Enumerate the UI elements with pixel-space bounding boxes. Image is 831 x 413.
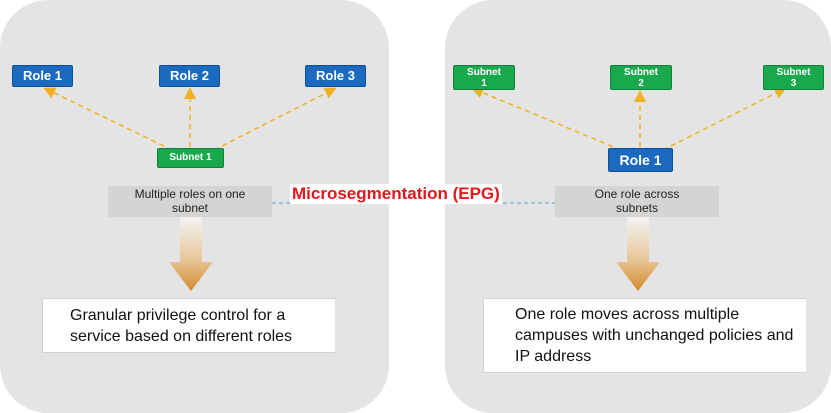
role-2-box: Role 2: [159, 65, 220, 87]
left-down-arrow: [169, 217, 213, 291]
arrow-subnet-to-role3: [213, 87, 337, 151]
role-1-box: Role 1: [12, 65, 73, 87]
right-description: One role moves across multiple campuses …: [483, 298, 807, 373]
left-subnet-box: Subnet 1: [157, 148, 224, 168]
right-description-text: One role moves across multiple campuses …: [515, 306, 794, 365]
right-subnet-1-text: Subnet 1: [467, 67, 501, 89]
left-caption: Multiple roles on one subnet: [108, 186, 272, 217]
arrow-subnet-to-role1: [43, 87, 173, 151]
right-subnet-1-box: Subnet 1: [453, 65, 515, 90]
right-subnet-2-box: Subnet 2: [610, 65, 672, 90]
left-description: Granular privilege control for a service…: [42, 298, 336, 353]
left-description-text: Granular privilege control for a service…: [70, 307, 293, 345]
role-3-box: Role 3: [305, 65, 366, 87]
right-role-box: Role 1: [608, 148, 673, 172]
diagram-title: Microsegmentation (EPG): [290, 184, 502, 204]
left-caption-text: Multiple roles on one subnet: [134, 187, 246, 215]
right-subnet-2-text: Subnet 2: [624, 67, 658, 89]
arrow-role-to-subnet3: [662, 87, 787, 151]
right-subnet-3-text: Subnet 3: [776, 67, 811, 89]
right-caption-text: One role across subnets: [594, 187, 680, 215]
right-down-arrow: [616, 217, 660, 291]
arrow-role-to-subnet1: [471, 86, 622, 151]
right-caption: One role across subnets: [555, 186, 719, 217]
right-subnet-3-box: Subnet 3: [763, 65, 824, 90]
